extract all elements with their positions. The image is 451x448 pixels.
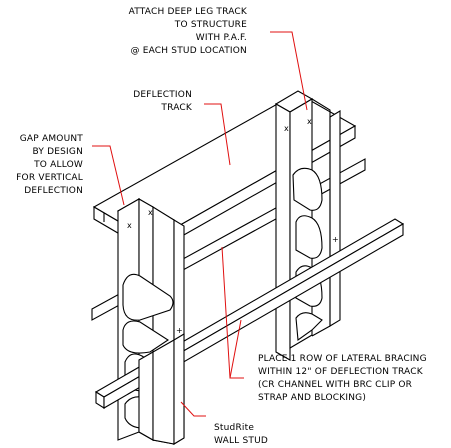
deflection-track-line-2: TRACK <box>160 103 192 113</box>
leader-lines <box>92 31 308 417</box>
knockout <box>292 167 323 211</box>
left-stud-front <box>138 333 185 445</box>
fastener-mark: x <box>284 124 289 133</box>
knockout <box>295 312 323 342</box>
fastener-mark: + <box>332 235 339 244</box>
label-stud: StudRite WALL STUD <box>214 423 268 446</box>
attach-line-4: @ EACH STUD LOCATION <box>130 46 247 56</box>
deflection-track-line-1: DEFLECTION <box>133 90 192 100</box>
bracing-line-1: PLACE 1 ROW OF LATERAL BRACING <box>258 354 427 364</box>
bracing-line-2: WITHIN 12" OF DEFLECTION TRACK <box>258 367 424 377</box>
gap-leader <box>92 145 125 206</box>
attach-line-2: TO STRUCTURE <box>174 20 247 30</box>
stud-leader <box>180 401 206 417</box>
fastener-marks: x x x x + + <box>127 117 339 335</box>
bracing-line-3: (CR CHANNEL WITH BRC CLIP OR <box>258 380 412 390</box>
gap-line-1: GAP AMOUNT <box>20 134 84 144</box>
fastener-mark: x <box>148 208 153 217</box>
fastener-mark: x <box>127 221 132 230</box>
bracing-leader-2 <box>229 319 244 379</box>
label-deflection-track: DEFLECTION TRACK <box>133 90 192 113</box>
stud-line-2: WALL STUD <box>214 436 268 446</box>
gap-line-5: DEFLECTION <box>24 186 83 196</box>
gap-line-3: TO ALLOW <box>33 160 83 170</box>
label-gap: GAP AMOUNT BY DESIGN TO ALLOW FOR VERTIC… <box>16 134 83 196</box>
gap-line-2: BY DESIGN <box>32 147 83 157</box>
gap-line-4: FOR VERTICAL <box>16 173 83 183</box>
track-leader <box>204 103 231 166</box>
attach-line-3: WITH P.A.F. <box>196 33 247 43</box>
attach-leader <box>270 31 308 111</box>
fastener-mark: + <box>176 326 183 335</box>
fastener-mark: x <box>307 117 312 126</box>
bracing-line-4: STRAP AND BLOCKING) <box>258 393 366 403</box>
knockout <box>122 320 170 354</box>
attach-line-1: ATTACH DEEP LEG TRACK <box>129 7 248 17</box>
label-bracing: PLACE 1 ROW OF LATERAL BRACING WITHIN 12… <box>258 354 427 403</box>
knockout <box>122 273 174 321</box>
label-attach: ATTACH DEEP LEG TRACK TO STRUCTURE WITH … <box>129 7 248 56</box>
knockout <box>295 215 323 259</box>
stud-line-1: StudRite <box>214 423 254 433</box>
